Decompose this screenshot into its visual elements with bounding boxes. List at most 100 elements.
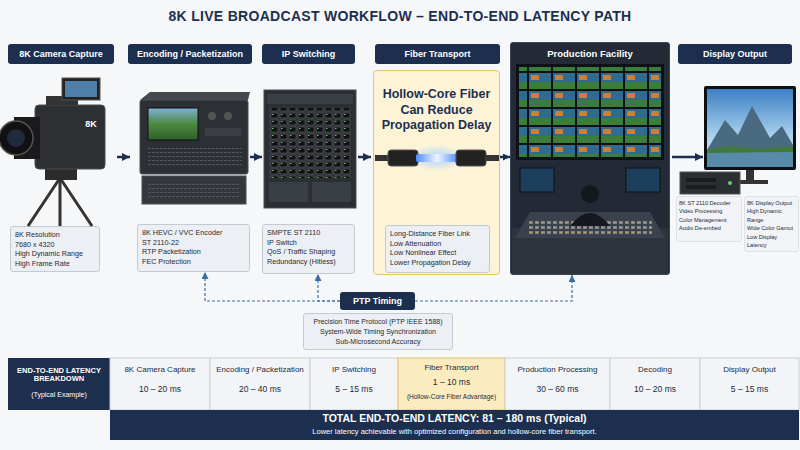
stage-header: IP Switching xyxy=(262,44,355,64)
latency-value: 1 – 10 ms xyxy=(398,376,505,390)
node-text: System-Wide Timing Synchronization xyxy=(308,327,448,337)
table-cell-text: Encoding / Packetization xyxy=(210,360,310,380)
table-cell-text: Display Output xyxy=(700,360,799,380)
spec-box: Long-Distance Fiber LinkLow AttenuationL… xyxy=(385,225,490,273)
spec-box: 8K Resolution7680 x 4320High Dynamic Ran… xyxy=(10,226,100,272)
node-text: 7680 x 4320 xyxy=(15,240,95,250)
lake xyxy=(707,150,793,167)
switch-module xyxy=(312,182,351,202)
latency-value: 10 – 20 ms xyxy=(110,382,210,398)
display-illustration xyxy=(680,86,796,194)
node-text: SMPTE ST 2110 xyxy=(267,228,350,238)
table-total-row xyxy=(110,410,799,440)
tripod-head xyxy=(45,168,77,180)
table-cell xyxy=(310,358,398,410)
node-text: 8K Display Output xyxy=(747,199,796,207)
node-text: 8K Camera Capture xyxy=(19,50,103,59)
total-latency: TOTAL END-TO-END LATENCY: 81 – 180 ms (T… xyxy=(110,412,799,426)
node-text: 8K ST 2110 Decoder xyxy=(679,199,739,207)
encoder-vents xyxy=(148,148,242,166)
table-cell-note: (Hollow-Core Fiber Advantage) xyxy=(398,391,505,403)
node-text: Wide Color Gamut xyxy=(747,224,796,232)
node-text: PTP Timing xyxy=(353,297,402,306)
stage-header: Encoding / Packetization xyxy=(128,44,252,64)
timing-header: PTP Timing xyxy=(340,292,415,310)
camera-lens xyxy=(0,121,33,155)
node-text: High Dynamic Range xyxy=(15,249,95,259)
spec-box: 8K HEVC / VVC EncoderST 2110-22RTP Packe… xyxy=(137,224,250,272)
table-cell-highlight xyxy=(398,358,505,410)
flow-arrow xyxy=(117,156,130,159)
table-cell-text: Production Processing xyxy=(505,360,610,380)
fiber-highlight-panel: Long-Distance Fiber LinkLow AttenuationL… xyxy=(373,70,500,275)
table-heading-note: (Typical Example) xyxy=(8,389,110,401)
latency-value: 5 – 15 ms xyxy=(310,382,398,398)
latency-table xyxy=(8,358,799,440)
spec-box: 8K Display OutputHigh Dynamic RangeWide … xyxy=(744,196,799,252)
timing-link xyxy=(205,272,340,301)
node-text: Redundancy (Hitless) xyxy=(267,257,350,267)
viewfinder xyxy=(62,78,100,100)
stage-header: Fiber Transport xyxy=(375,44,500,64)
decoder-led xyxy=(728,181,732,185)
mountains xyxy=(707,106,793,167)
table-cell xyxy=(110,358,210,410)
node-text: Low Nonlinear Effect xyxy=(390,248,485,258)
flow-arrow xyxy=(672,156,703,159)
decoder-slot xyxy=(686,178,716,182)
encoder-vents xyxy=(148,182,240,198)
tripod-leg xyxy=(59,178,62,226)
switch-module xyxy=(269,182,308,202)
camera-body xyxy=(35,105,105,169)
table-cell-text: 8K Camera Capture xyxy=(110,360,210,380)
diagram-title: 8K LIVE BROADCAST WORKFLOW – END-TO-END … xyxy=(0,8,800,24)
stage-header: 8K Camera Capture xyxy=(8,44,114,64)
encoder-knob xyxy=(224,112,232,120)
node-text: QoS / Traffic Shaping xyxy=(267,247,350,257)
node-text: IP Switching xyxy=(282,50,335,59)
flow-arrow xyxy=(500,156,510,159)
node-text: Long-Distance Fiber Link xyxy=(390,229,485,239)
table-heading-cell xyxy=(8,358,110,410)
table-cell-text: IP Switching xyxy=(310,360,398,380)
shoreline xyxy=(707,146,793,153)
stage-header: Display Output xyxy=(678,44,792,64)
node-text: IP Switch xyxy=(267,238,350,248)
latency-value: 20 – 40 ms xyxy=(210,382,310,398)
switch-top-band xyxy=(267,94,353,104)
spec-box: 8K ST 2110 DecoderVideo ProcessingColor … xyxy=(676,196,742,242)
node-text: Fiber Transport xyxy=(404,50,470,59)
flow-arrow xyxy=(358,156,371,159)
node-text: RTP Packetization xyxy=(142,247,245,257)
monitor-stand xyxy=(746,170,754,180)
flow-arrow xyxy=(250,156,262,159)
node-text: High Dynamic Range xyxy=(747,207,796,224)
monitor-screen xyxy=(707,89,793,167)
encoder-screen xyxy=(148,108,198,140)
table-cell xyxy=(210,358,310,410)
spec-box: SMPTE ST 2110IP SwitchQoS / Traffic Shap… xyxy=(262,224,355,274)
switch-ports xyxy=(269,108,351,178)
lens-glass xyxy=(7,129,25,147)
encoder-module xyxy=(142,176,246,204)
total-note: Lower latency achievable with optimized … xyxy=(110,427,799,438)
timing-link xyxy=(415,275,572,301)
node-text: 8K Resolution xyxy=(15,230,95,240)
viewfinder-screen xyxy=(65,81,97,97)
encoder-chassis xyxy=(140,100,248,174)
node-text: Low Attenuation xyxy=(390,239,485,249)
switch-chassis xyxy=(264,90,356,208)
camera-lens-barrel xyxy=(14,117,40,159)
node-text: High Frame Rate xyxy=(15,259,95,269)
node-text: Encoding / Packetization xyxy=(137,50,243,59)
timing-spec-box: Precision Time Protocol (PTP IEEE 1588)S… xyxy=(303,313,453,350)
table-cell-text: Decoding xyxy=(610,360,700,380)
table-cell xyxy=(610,358,700,410)
camera-illustration xyxy=(0,78,130,226)
node-text: Production Facility xyxy=(511,43,669,59)
decoder-device xyxy=(680,172,740,194)
latency-value: 30 – 60 ms xyxy=(505,382,610,398)
encoder-knob xyxy=(208,112,216,120)
node-text: Display Output xyxy=(703,50,767,59)
